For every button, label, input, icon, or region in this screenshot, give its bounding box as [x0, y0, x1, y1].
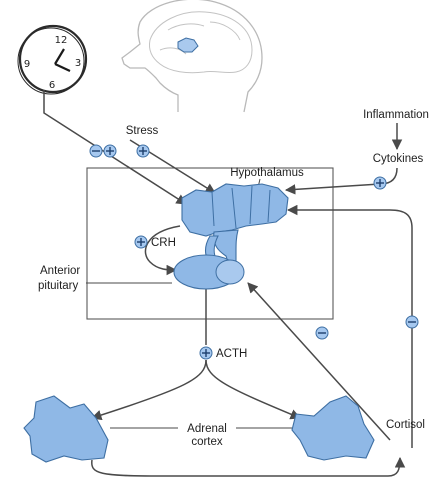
- left-adrenal-gland: [24, 396, 108, 462]
- clock-numeral-3: 3: [75, 58, 81, 69]
- label-anterior-pituitary-line2: pituitary: [38, 280, 79, 292]
- clock-numeral-9: 9: [24, 59, 30, 70]
- clock-numeral-6: 6: [49, 80, 55, 91]
- label-acth: ACTH: [216, 348, 247, 360]
- sign-stress-mid: [104, 145, 116, 157]
- label-anterior-pituitary-line1: Anterior: [40, 265, 80, 277]
- label-hypothalamus: Hypothalamus: [230, 167, 304, 179]
- head-silhouette: [122, 0, 262, 112]
- clock-numeral-12: 12: [55, 35, 68, 46]
- label-inflammation: Inflammation: [363, 109, 429, 121]
- sign-stress-right: [137, 145, 149, 157]
- arrow-acth-to-right-adrenal: [206, 360, 300, 418]
- label-cortisol: Cortisol: [386, 419, 425, 431]
- label-stress: Stress: [126, 125, 159, 137]
- sign-cortisol-pituitary: [316, 327, 328, 339]
- right-adrenal-gland: [292, 396, 374, 460]
- clock-icon: 12 3 6 9: [18, 26, 86, 94]
- label-crh: CRH: [151, 237, 176, 249]
- label-adrenal-cortex-line2: cortex: [191, 436, 223, 448]
- sign-crh: [135, 236, 147, 248]
- sign-cytokines: [374, 177, 386, 189]
- label-cytokines: Cytokines: [373, 153, 424, 165]
- brain-hypothalamus-highlight: [178, 38, 198, 52]
- arrow-adrenal-to-cortisol: [92, 458, 400, 476]
- hypothalamus-organ: [182, 184, 288, 236]
- anterior-pituitary-organ: [174, 255, 244, 289]
- sign-cortisol-hypothalamus: [406, 316, 418, 328]
- sign-acth: [200, 347, 212, 359]
- arrow-acth-to-left-adrenal: [92, 360, 206, 418]
- sign-stress-left: [90, 145, 102, 157]
- label-adrenal-cortex-line1: Adrenal: [187, 423, 227, 435]
